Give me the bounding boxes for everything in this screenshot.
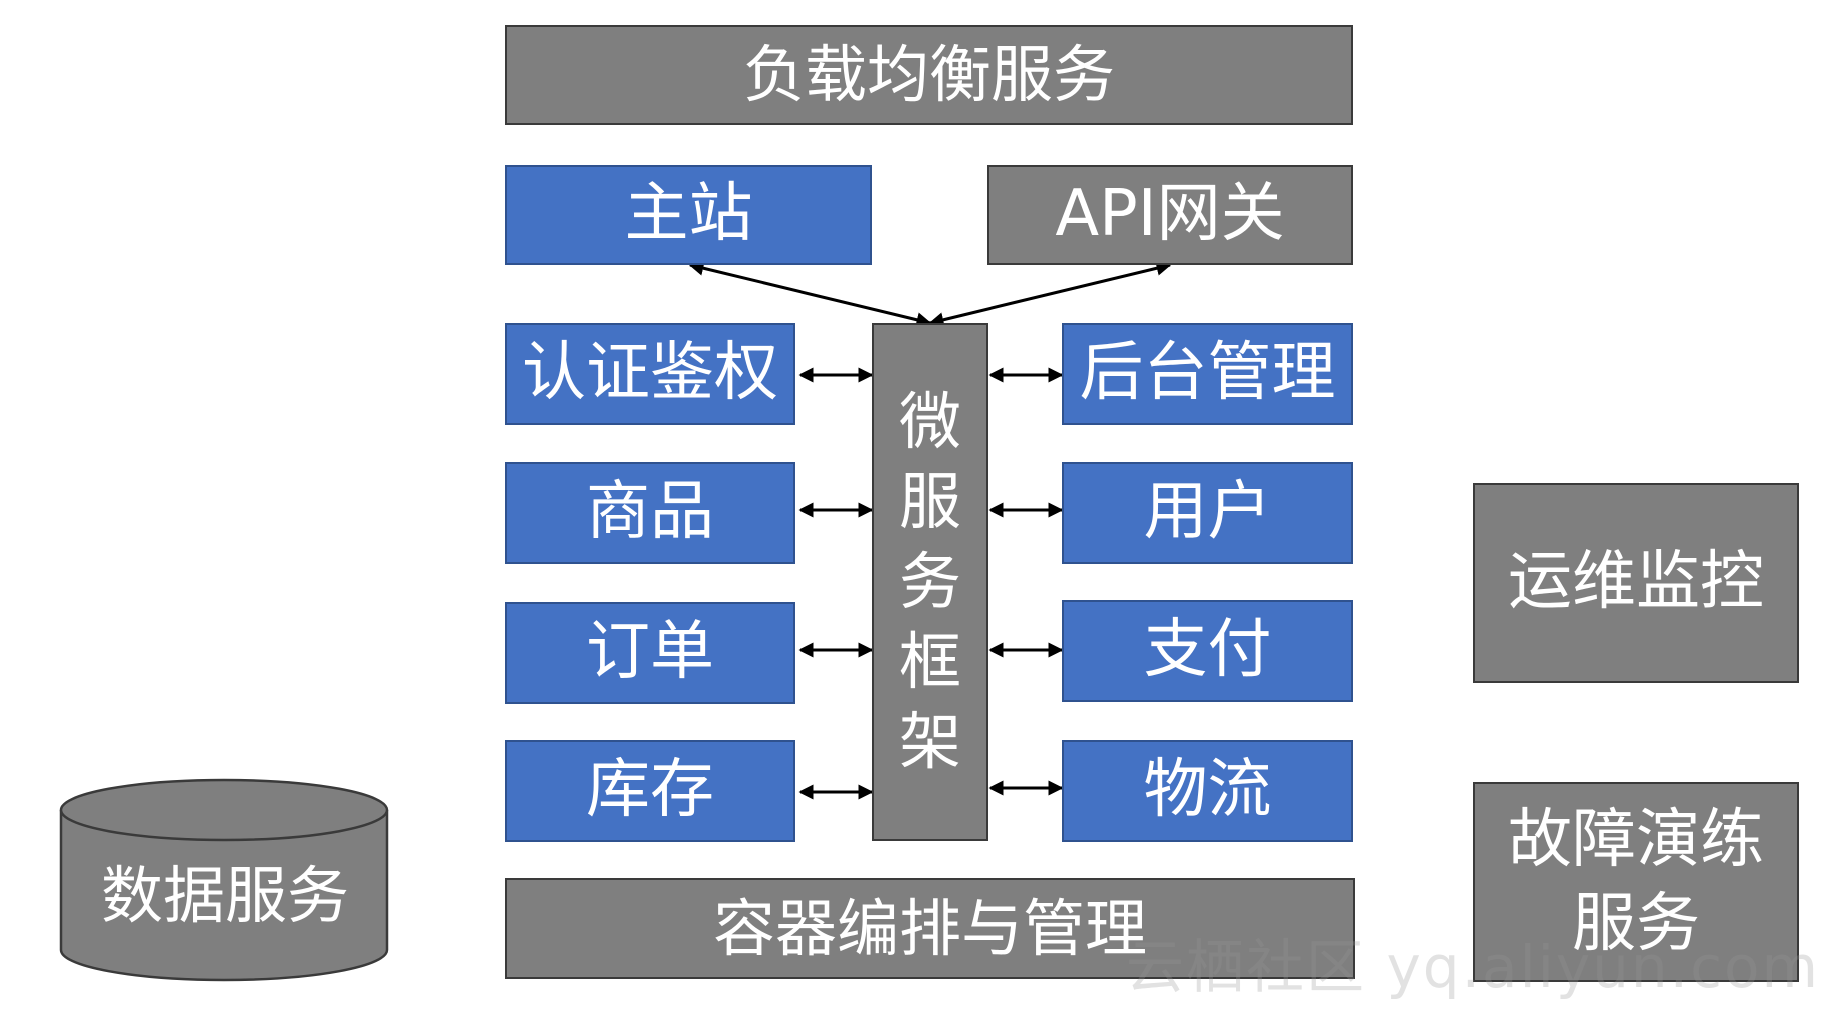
service-payment-label: 支付 (1143, 613, 1272, 688)
chaos-drill-label-line2: 服务 (1572, 887, 1700, 961)
watermark-text: 云栖社区 yq.aliyun.com (1126, 933, 1820, 1001)
container-orchestration-box: 容器编排与管理 (505, 878, 1355, 979)
container-orchestration-label: 容器编排与管理 (712, 891, 1147, 965)
service-inventory-box: 库存 (505, 740, 795, 842)
main-site-box: 主站 (505, 165, 872, 265)
service-admin-label: 后台管理 (1079, 336, 1336, 411)
service-order-box: 订单 (505, 602, 795, 704)
framework-char: 框 (898, 625, 961, 698)
service-order-label: 订单 (586, 615, 714, 690)
ops-monitoring-box: 运维监控 (1473, 483, 1799, 683)
service-logistics-box: 物流 (1062, 740, 1353, 842)
arrow-main-site-framework (688, 260, 932, 328)
chaos-drill-label-line1: 故障演练 (1508, 803, 1764, 877)
service-user-box: 用户 (1062, 462, 1353, 564)
ops-monitoring-label: 运维监控 (1508, 545, 1764, 620)
service-payment-box: 支付 (1062, 600, 1353, 702)
load-balancer-label: 负载均衡服务 (742, 38, 1115, 112)
api-gateway-box: API网关 (987, 165, 1353, 265)
service-inventory-label: 库存 (586, 753, 714, 828)
load-balancer-box: 负载均衡服务 (505, 25, 1353, 125)
service-auth-box: 认证鉴权 (505, 323, 795, 425)
service-product-box: 商品 (505, 462, 795, 564)
main-site-label: 主站 (624, 177, 753, 252)
service-user-label: 用户 (1143, 475, 1272, 550)
framework-char: 架 (898, 705, 961, 778)
service-auth-label: 认证鉴权 (522, 336, 778, 411)
service-product-label: 商品 (586, 475, 714, 550)
framework-char: 务 (898, 545, 961, 618)
service-logistics-label: 物流 (1143, 753, 1272, 828)
data-service-label: 数据服务 (100, 859, 349, 932)
chaos-drill-box: 故障演练 服务 (1473, 782, 1799, 982)
framework-char: 服 (898, 465, 961, 538)
api-gateway-label: API网关 (1055, 177, 1285, 252)
arrow-api-gateway-framework (928, 260, 1172, 328)
microservice-framework-box: 微 服 务 框 架 (872, 323, 988, 841)
framework-char: 微 (898, 385, 961, 458)
service-admin-box: 后台管理 (1062, 323, 1353, 425)
database-cylinder-icon (59, 778, 389, 982)
